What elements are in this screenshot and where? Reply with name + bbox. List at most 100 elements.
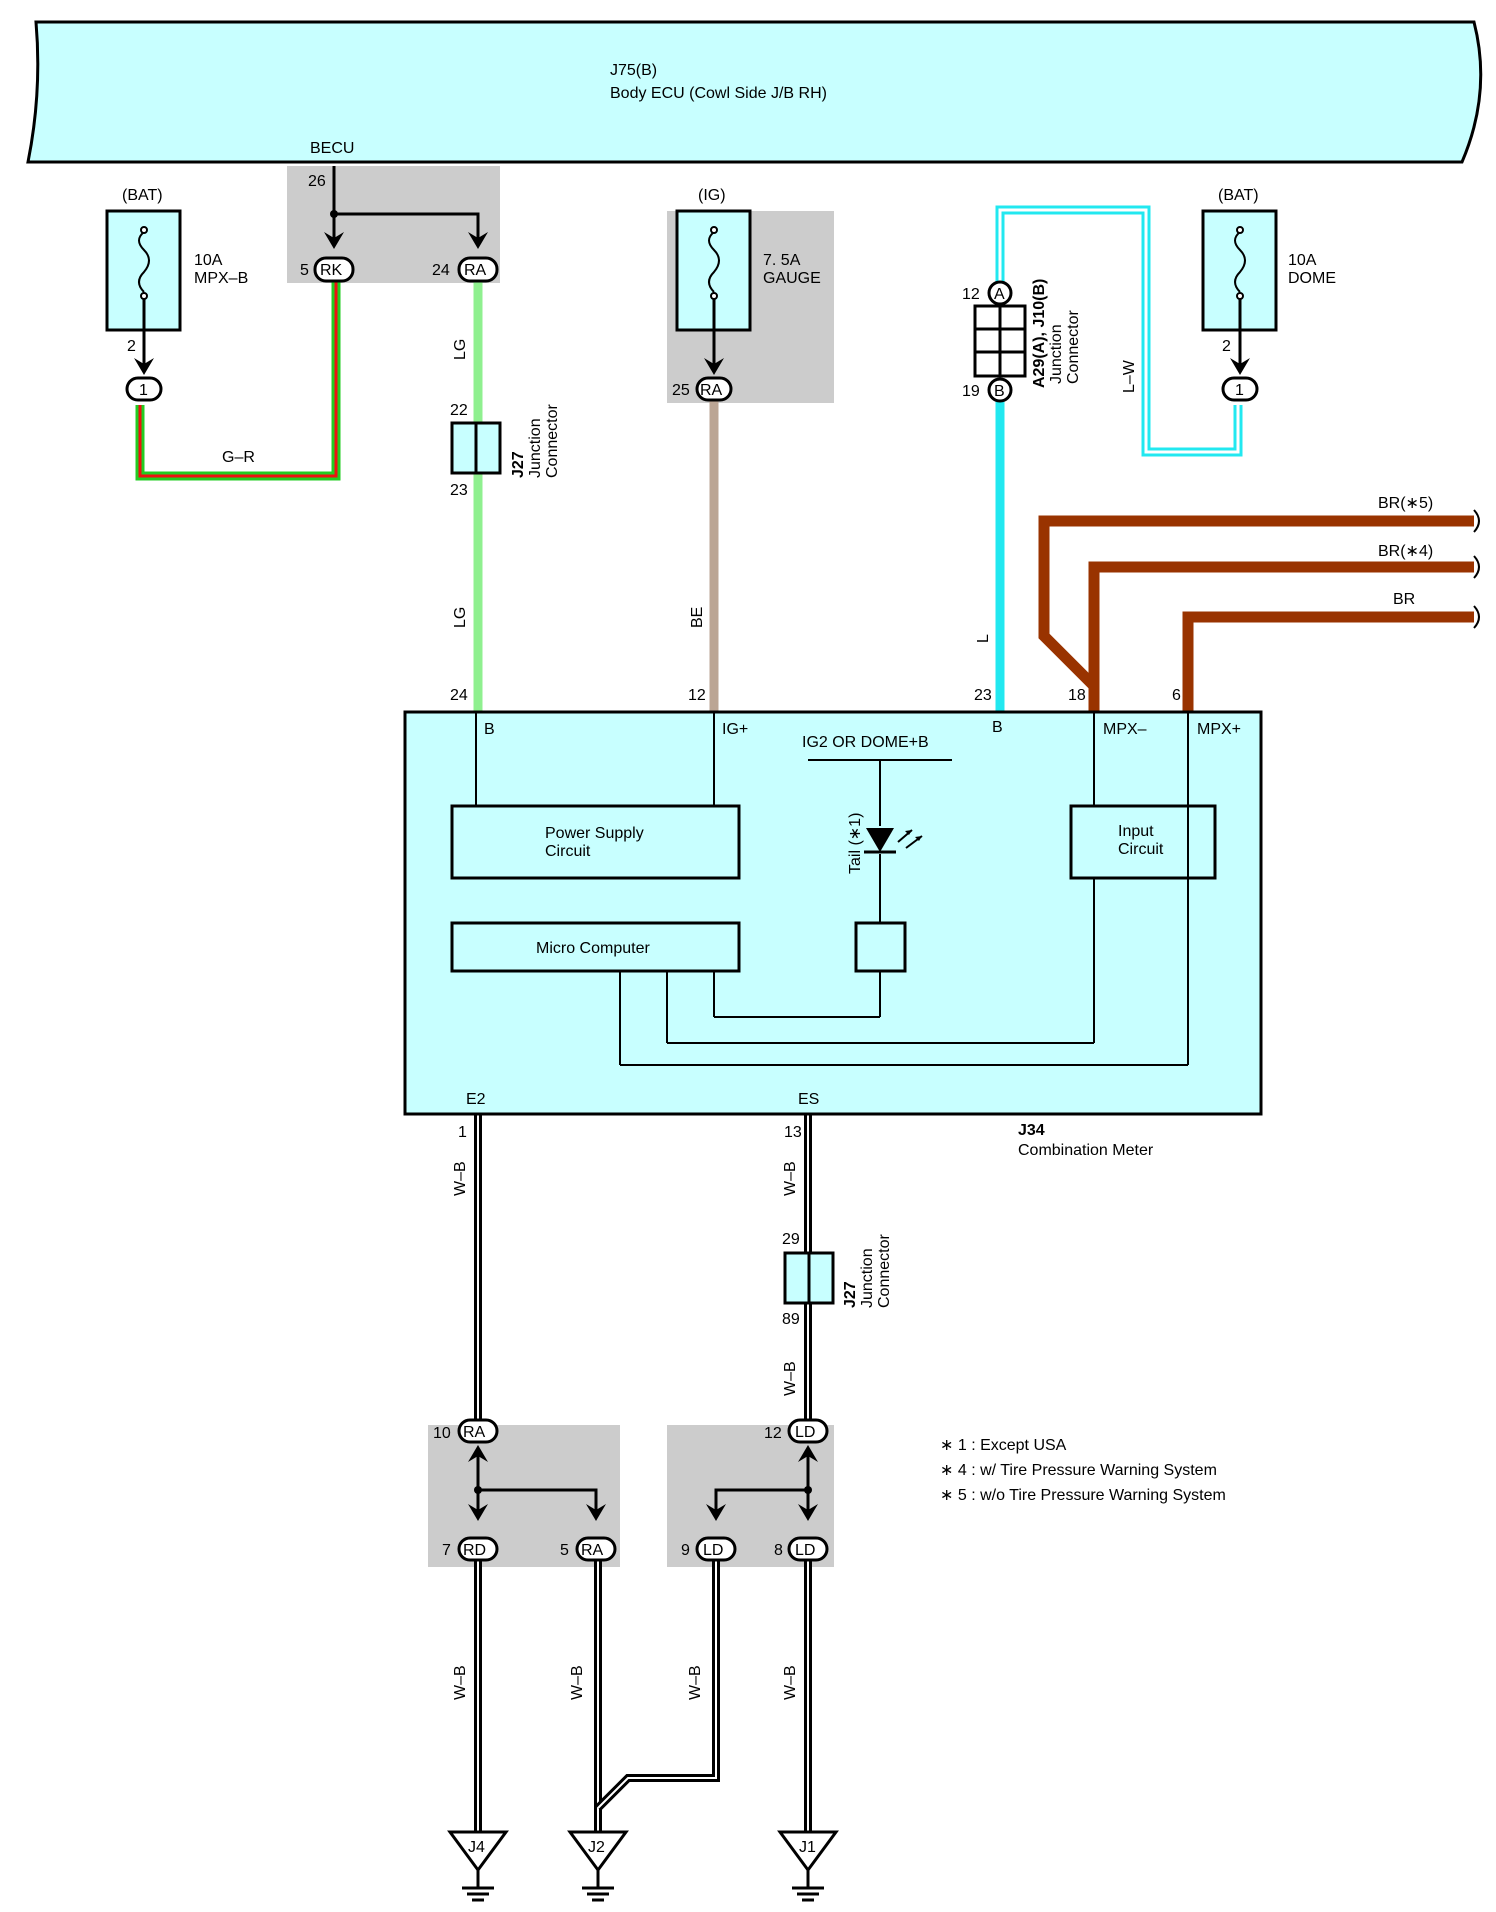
wire-wb-label-2: W–B	[782, 1161, 799, 1196]
note-5: ∗ 5 : w/o Tire Pressure Warning System	[940, 1487, 1226, 1504]
j27-top-line2: Connector	[544, 404, 561, 478]
j27-bottom-ref: J27	[842, 1281, 859, 1308]
meter-tail-label: Tail (∗1)	[847, 813, 864, 874]
meter-psc-line2: Circuit	[545, 843, 591, 860]
j27-top-pin-bottom: 23	[450, 482, 468, 499]
combination-meter: 24 12 23 18 6 B IG+ B MPX– MPX+ P	[403, 687, 1263, 1159]
ground-j1-label: J1	[799, 1839, 816, 1856]
wire-br-group	[1038, 509, 1480, 712]
note-1: ∗ 1 : Except USA	[940, 1437, 1067, 1454]
wire-gr-label: G–R	[222, 449, 255, 466]
fuse-dome-source: (BAT)	[1218, 187, 1259, 204]
becu-terminal: BECU	[310, 140, 354, 157]
meter-term-mpxp: MPX+	[1197, 721, 1241, 738]
a29-pin-bottom: 19	[962, 383, 980, 400]
meter-pin-ig: 12	[688, 687, 706, 704]
gjr-pin-b: 8	[774, 1542, 783, 1559]
gjl-conn-in: RA	[463, 1424, 486, 1441]
meter-pin-es: 13	[784, 1124, 802, 1141]
fuse-dome-rating: 10A	[1288, 252, 1317, 269]
a29-line2: Connector	[1065, 310, 1082, 384]
meter-name: Combination Meter	[1018, 1142, 1154, 1159]
fuse-mpxb-conn: 1	[139, 382, 148, 399]
becu-right-pin: 24	[432, 262, 450, 279]
a29-line1: Junction	[1048, 324, 1065, 384]
body-ecu-ref: J75(B)	[610, 62, 657, 79]
wire-wb-label-5: W–B	[569, 1665, 586, 1700]
wire-lw-label: L–W	[1121, 359, 1138, 393]
j27-top: 22 23 J27 Junction Connector	[450, 402, 561, 499]
becu-left-pin: 5	[300, 262, 309, 279]
j27-top-ref: J27	[510, 451, 527, 478]
j27-bottom-pin-top: 29	[782, 1231, 800, 1248]
j27-bottom-line2: Connector	[876, 1234, 893, 1308]
gjl-pin-in: 10	[433, 1425, 451, 1442]
wire-l-label: L	[975, 634, 992, 643]
ground-junction-right: 12 LD 9 LD 8 LD	[681, 1418, 829, 1562]
fuse-dome-conn: 1	[1235, 382, 1244, 399]
j27-top-line1: Junction	[527, 418, 544, 478]
fuse-mpxb-rating: 10A	[194, 252, 223, 269]
wire-wb-label-6: W–B	[687, 1665, 704, 1700]
j27-bottom-pin-bottom: 89	[782, 1311, 800, 1328]
meter-pin-mpxm: 18	[1068, 687, 1086, 704]
becu-right-conn: RA	[464, 262, 487, 279]
note-4: ∗ 4 : w/ Tire Pressure Warning System	[940, 1462, 1217, 1479]
wire-wb-label-7: W–B	[782, 1665, 799, 1700]
ground-j1: J1	[778, 1830, 838, 1902]
fuse-dome: (BAT) 10A DOME 2 1	[1201, 187, 1336, 402]
meter-ref: J34	[1018, 1122, 1045, 1139]
fuse-gauge-source: (IG)	[698, 187, 726, 204]
meter-term-b1: B	[484, 721, 495, 738]
meter-ic-line2: Circuit	[1118, 841, 1164, 858]
gjr-conn-b: LD	[795, 1542, 815, 1559]
becu-pin: 26	[308, 173, 326, 190]
meter-term-b2: B	[992, 719, 1003, 736]
a29-conn-bottom: B	[994, 383, 1005, 400]
gjl-pin-a: 7	[442, 1542, 451, 1559]
gjr-conn-in: LD	[795, 1424, 815, 1441]
meter-term-ig: IG+	[722, 721, 748, 738]
wire-br5-label: BR(∗5)	[1378, 495, 1433, 512]
wire-wb-label-3: W–B	[782, 1361, 799, 1396]
wire-gr	[135, 280, 341, 481]
a29-junction: 12 A B 19 A29(A), J10(B) Junction Connec…	[962, 279, 1082, 403]
meter-pin-e2: 1	[458, 1124, 467, 1141]
wire-lg-label-bottom: LG	[452, 607, 469, 628]
wire-lg-label-top: LG	[452, 339, 469, 360]
wire-wb-group	[474, 1115, 812, 1832]
gjl-pin-b: 5	[560, 1542, 569, 1559]
fuse-mpxb-source: (BAT)	[122, 187, 163, 204]
notes: ∗ 1 : Except USA ∗ 4 : w/ Tire Pressure …	[940, 1437, 1226, 1504]
wire-wb-label-4: W–B	[452, 1665, 469, 1700]
meter-pin-b2: 23	[974, 687, 992, 704]
gjr-conn-a: LD	[703, 1542, 723, 1559]
fuse-gauge-name: GAUGE	[763, 270, 821, 287]
ground-j4: J4	[448, 1830, 508, 1902]
fuse-mpxb-pin: 2	[127, 338, 136, 355]
meter-term-mpxm: MPX–	[1103, 721, 1147, 738]
gjr-pin-in: 12	[764, 1425, 782, 1442]
ground-j4-label: J4	[468, 1839, 485, 1856]
gjl-conn-a: RD	[463, 1542, 486, 1559]
j27-top-pin-top: 22	[450, 402, 468, 419]
fuse-gauge-pin: 25	[672, 382, 690, 399]
a29-conn-top: A	[994, 286, 1005, 303]
fuse-gauge: (IG) 7. 5A GAUGE 25 RA	[672, 187, 821, 402]
wire-be-label: BE	[689, 607, 706, 628]
gjl-conn-b: RA	[581, 1542, 604, 1559]
meter-ig2-label: IG2 OR DOME+B	[802, 734, 929, 751]
meter-term-e2: E2	[466, 1091, 486, 1108]
body-ecu-box	[26, 20, 1483, 164]
fuse-dome-pin: 2	[1222, 338, 1231, 355]
ground-junction-left: 10 RA 7 RD 5 RA	[433, 1418, 617, 1562]
meter-term-es: ES	[798, 1091, 819, 1108]
wire-br-label: BR	[1393, 591, 1415, 608]
becu-left-conn: RK	[320, 262, 343, 279]
meter-pin-b1: 24	[450, 687, 468, 704]
wire-wb-label-1: W–B	[452, 1161, 469, 1196]
meter-psc-line1: Power Supply	[545, 825, 644, 842]
fuse-mpxb-name: MPX–B	[194, 270, 248, 287]
wire-lw	[995, 205, 1243, 457]
